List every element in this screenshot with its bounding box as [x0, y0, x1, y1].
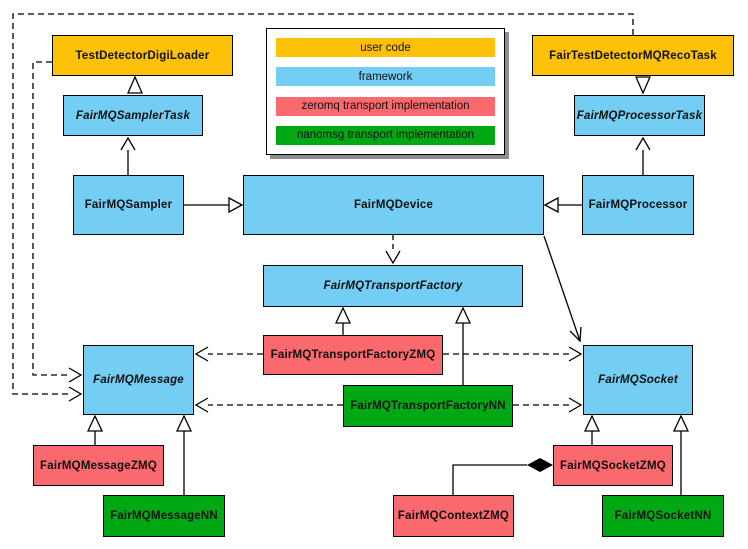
class-box-fairmqmessage: FairMQMessage	[83, 345, 194, 415]
open-arrowhead-icon	[68, 386, 83, 402]
class-box-fairmqmessagenn: FairMQMessageNN	[103, 495, 225, 537]
hollow-triangle-icon	[635, 76, 651, 95]
dependency-line-digiloader-to-message	[32, 61, 69, 376]
hollow-triangle-icon	[672, 414, 690, 432]
class-box-fairtestdetectormqrecotask: FairTestDetectorMQRecoTask	[532, 35, 734, 76]
hollow-triangle-icon	[583, 414, 601, 432]
hollow-triangle-icon	[454, 306, 472, 324]
legend-item-zeromq: zeromq transport implementation	[276, 96, 495, 116]
dependency-line-recotask-to-message	[12, 13, 634, 395]
open-arrowhead-icon	[385, 250, 401, 265]
class-box-fairmqsocketnn: FairMQSocketNN	[602, 495, 724, 537]
class-box-testdetectordigiloader: TestDetectorDigiLoader	[52, 35, 233, 76]
open-arrowhead-icon	[569, 326, 582, 343]
class-box-fairmqtransportfactoryzmq: FairMQTransportFactoryZMQ	[263, 335, 443, 375]
class-box-fairmqtransportfactorynn: FairMQTransportFactoryNN	[343, 385, 513, 427]
hollow-triangle-icon	[127, 75, 143, 94]
hollow-triangle-icon	[334, 306, 352, 324]
open-arrowhead-icon	[568, 346, 583, 362]
hollow-triangle-icon	[175, 414, 193, 432]
class-box-fairmqmessagezmq: FairMQMessageZMQ	[33, 445, 164, 486]
class-box-fairmqsampler: FairMQSampler	[73, 175, 184, 235]
class-box-fairmqcontextzmq: FairMQContextZMQ	[393, 495, 514, 537]
hollow-triangle-icon	[228, 196, 244, 214]
composition-diamond-icon	[527, 458, 553, 472]
open-arrowhead-icon	[194, 346, 209, 362]
class-box-fairmqprocessor: FairMQProcessor	[582, 175, 694, 235]
arrow-line-device-to-socket	[543, 235, 581, 342]
composition-line-context-to-socketzmq	[452, 464, 527, 495]
legend: user code framework zeromq transport imp…	[266, 28, 505, 155]
hollow-triangle-icon	[86, 414, 104, 432]
class-box-fairmqprocessortask: FairMQProcessorTask	[574, 95, 705, 136]
open-arrowhead-icon	[120, 136, 136, 151]
hollow-triangle-icon	[543, 196, 559, 214]
class-box-fairmqdevice: FairMQDevice	[243, 175, 544, 235]
open-arrowhead-icon	[568, 397, 583, 413]
legend-item-framework: framework	[276, 67, 495, 87]
open-arrowhead-icon	[635, 136, 651, 151]
open-arrowhead-icon	[68, 367, 83, 383]
class-box-fairmqsamplertask: FairMQSamplerTask	[63, 95, 203, 136]
legend-item-user-code: user code	[276, 38, 495, 57]
class-box-fairmqsocket: FairMQSocket	[583, 345, 693, 415]
legend-item-nanomsg: nanomsg transport implementation	[276, 125, 495, 145]
open-arrowhead-icon	[194, 397, 209, 413]
class-box-fairmqtransportfactory: FairMQTransportFactory	[263, 265, 523, 307]
class-box-fairmqsocketzmq: FairMQSocketZMQ	[553, 445, 673, 486]
